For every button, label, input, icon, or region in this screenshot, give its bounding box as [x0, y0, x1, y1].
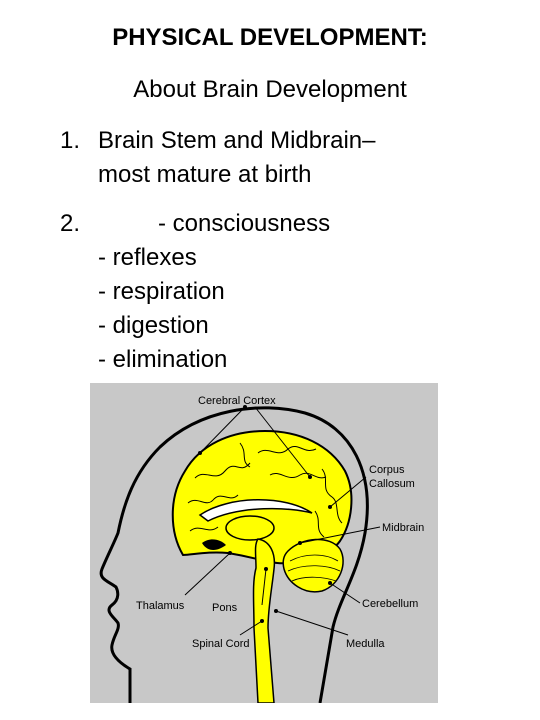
list-item-line: - respiration: [98, 278, 225, 305]
corpus-callosum: [198, 499, 313, 522]
list-item-line: most mature at birth: [98, 161, 312, 188]
list-item-line: - elimination: [98, 346, 228, 373]
brain-diagram: Cerebral Cortex Corpus Callosum Midbrain…: [90, 383, 438, 703]
list-item-number: 1.: [60, 127, 81, 154]
list-item-number: 2.: [60, 210, 81, 237]
thalamus: [225, 515, 275, 541]
list-item-line: Brain Stem and Midbrain–: [98, 127, 376, 154]
brain-shape: [171, 429, 353, 565]
label-thalamus: Thalamus: [136, 600, 185, 612]
page-subtitle: About Brain Development: [133, 76, 407, 103]
brain-diagram-svg: Cerebral Cortex Corpus Callosum Midbrain…: [99, 395, 424, 703]
label-midbrain: Midbrain: [382, 522, 424, 534]
list-item-line: - consciousness: [158, 210, 331, 237]
label-pons: Pons: [212, 602, 238, 614]
list-item-line: - reflexes: [98, 244, 197, 271]
label-cerebellum: Cerebellum: [362, 598, 418, 610]
list-item-line: - digestion: [98, 312, 209, 339]
label-medulla: Medulla: [346, 638, 385, 650]
page-title: PHYSICAL DEVELOPMENT:: [112, 24, 428, 51]
label-spinal-cord: Spinal Cord: [192, 638, 249, 650]
label-corpus-callosum-2: Callosum: [369, 478, 415, 490]
label-cerebral-cortex: Cerebral Cortex: [198, 395, 276, 407]
label-corpus-callosum: Corpus: [369, 464, 405, 476]
head-outline: [99, 406, 369, 703]
